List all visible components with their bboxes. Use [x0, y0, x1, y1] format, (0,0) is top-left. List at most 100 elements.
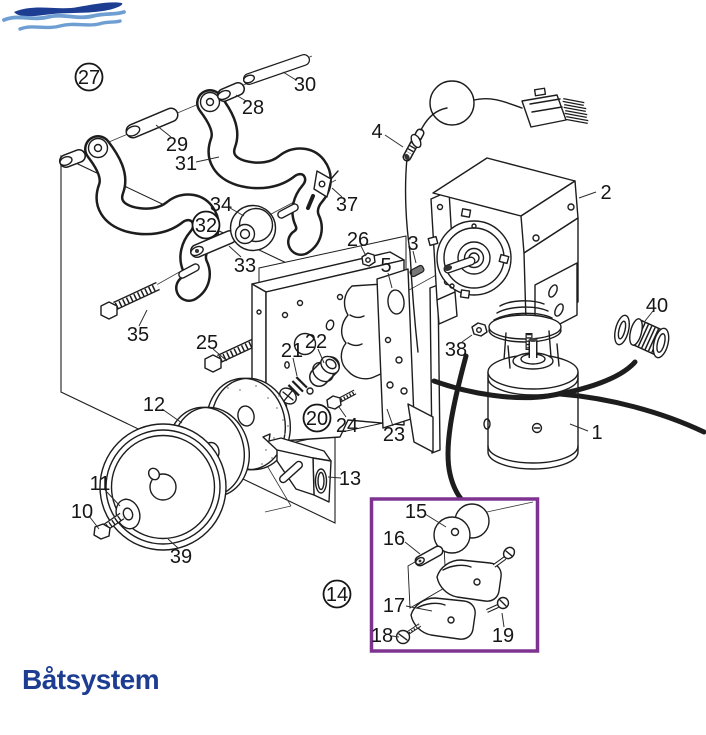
part-label-19: 19	[492, 612, 514, 647]
pin-33	[190, 230, 237, 258]
leader-line	[88, 515, 100, 530]
pin-29	[125, 107, 179, 139]
inset-detail-box	[369, 497, 540, 653]
leader-line	[327, 476, 342, 479]
part-label-21: 21	[281, 340, 303, 377]
logo-wave-dark	[14, 2, 123, 17]
part-number: 4	[371, 121, 382, 143]
part-label-1: 1	[569, 422, 603, 444]
part-number: 16	[383, 528, 405, 550]
part-label-34: 34	[210, 194, 245, 217]
part-number: 35	[127, 324, 149, 346]
leader-line	[578, 191, 597, 199]
leader-line	[384, 134, 404, 148]
part-label-27: 27	[74, 62, 104, 92]
leader-line	[360, 245, 367, 257]
part-label-32: 32	[191, 210, 221, 240]
leader-line	[391, 635, 400, 638]
part-label-10: 10	[71, 501, 100, 530]
edge-plate-strip	[429, 284, 441, 454]
part-label-13: 13	[327, 468, 361, 490]
part-number: 17	[383, 595, 405, 617]
leader-line	[195, 156, 220, 163]
gearbox-unit-2	[427, 157, 579, 361]
part-number: 5	[380, 255, 391, 277]
leader-line	[138, 309, 148, 327]
part-label-24: 24	[336, 406, 358, 437]
nut-26	[361, 252, 376, 267]
part-number: 12	[143, 394, 165, 416]
part-number: 25	[196, 332, 218, 354]
part-number: 26	[347, 229, 369, 251]
part-number: 18	[371, 625, 393, 647]
leader-line	[569, 423, 589, 432]
leader-line	[387, 272, 393, 289]
logo-wave-light-2	[18, 19, 122, 31]
part-label-29: 29	[155, 124, 188, 156]
leader-line	[501, 612, 505, 628]
bracket-arm-left	[84, 135, 220, 302]
part-label-11: 11	[90, 473, 121, 507]
leader-line	[104, 489, 121, 507]
nut-38	[471, 322, 488, 337]
part-number: 10	[71, 501, 93, 523]
bracket-arm-right-31	[196, 89, 332, 256]
leader-line	[412, 250, 417, 264]
part-label-3: 3	[407, 233, 419, 264]
part-label-26: 26	[347, 229, 369, 257]
part-number: 11	[90, 473, 111, 495]
part-label-15: 15	[405, 501, 447, 528]
brand-name: Båtsystem	[22, 664, 160, 695]
leader-line	[317, 348, 325, 364]
part-label-35: 35	[127, 309, 149, 346]
part-label-2: 2	[578, 182, 612, 204]
part-number: 21	[281, 340, 303, 362]
leader-line	[212, 348, 228, 362]
part-number: 34	[210, 194, 232, 216]
side-plate-23	[376, 268, 434, 453]
part-number: 29	[166, 134, 188, 156]
part-label-17: 17	[383, 595, 433, 617]
bushing-22	[309, 355, 340, 387]
spacer-sleeve-left	[59, 149, 86, 168]
leader-line	[461, 334, 473, 343]
leader-line	[338, 406, 347, 418]
leader-line	[424, 513, 447, 528]
part-label-38: 38	[445, 334, 473, 361]
pin-16	[414, 545, 444, 567]
part-number: 14	[326, 584, 348, 606]
leader-line	[161, 408, 183, 424]
pulley-39	[99, 423, 227, 551]
part-label-25: 25	[196, 332, 228, 362]
part-label-30: 30	[282, 71, 316, 96]
leader-line	[386, 408, 394, 427]
part-label-14: 14	[322, 579, 352, 609]
bolt-24	[326, 389, 357, 410]
part-number: 37	[336, 194, 358, 216]
part-number: 31	[175, 153, 197, 175]
clip-tab-37	[306, 170, 339, 210]
label-circle	[191, 210, 221, 240]
bracket-13	[262, 433, 332, 503]
logo-wave-light-1	[2, 10, 126, 22]
part-number: 38	[445, 339, 467, 361]
spool-15	[433, 503, 490, 554]
label-circle	[302, 403, 332, 433]
leader-line	[282, 71, 297, 81]
part-number: 32	[195, 215, 217, 237]
part-label-5: 5	[380, 255, 393, 289]
part-number: 30	[294, 74, 316, 96]
label-circle	[74, 62, 104, 92]
part-label-31: 31	[175, 153, 220, 175]
leader-line	[405, 605, 433, 612]
screw-19	[486, 596, 510, 613]
leader-line	[155, 124, 172, 138]
clamp-brackets-17	[410, 559, 502, 640]
part-label-20: 20	[302, 403, 332, 433]
part-label-33: 33	[228, 245, 256, 277]
roller-34	[229, 204, 277, 252]
pin-30	[242, 54, 310, 85]
